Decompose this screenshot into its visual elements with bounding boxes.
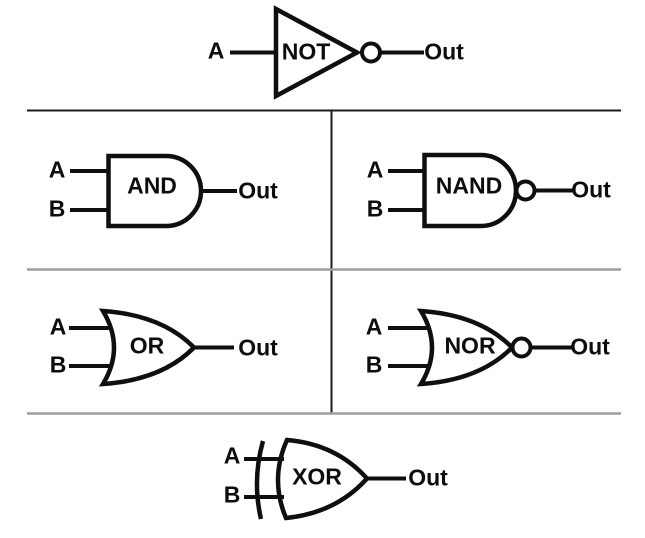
nor-inversion-bubble [510, 336, 533, 359]
and-input-b-label: B [48, 195, 66, 222]
xor-output-label: Out [408, 464, 448, 491]
nand-input-a-label: A [366, 156, 384, 183]
and-gate-name-label: AND [127, 172, 177, 199]
not-gate-name-label: NOT [281, 38, 331, 65]
nand-gate [388, 152, 573, 229]
nor-gate [388, 308, 572, 387]
and-input-a-label: A [48, 156, 66, 183]
and-gate-body [106, 153, 204, 229]
or-gate-name-label: OR [129, 332, 165, 359]
not-output-label: Out [424, 38, 464, 65]
nor-output-label: Out [570, 333, 610, 360]
or-input-b-label: B [49, 351, 67, 378]
xor-gate-name-label: XOR [292, 463, 342, 490]
xor-gate [244, 437, 406, 521]
and-gate [70, 153, 237, 229]
xor-gate-body [275, 437, 371, 521]
nand-output-label: Out [571, 176, 611, 203]
nor-gate-name-label: NOR [444, 332, 496, 359]
and-output-label: Out [238, 177, 278, 204]
nand-inversion-bubble [514, 179, 537, 202]
not-gate [230, 5, 424, 100]
xor-input-b-label: B [223, 481, 241, 508]
or-gate-body [98, 308, 198, 387]
xor-input-a-label: A [223, 442, 241, 469]
nand-input-b-label: B [366, 195, 384, 222]
nor-gate-body [416, 308, 516, 387]
or-input-a-label: A [49, 313, 67, 340]
nor-input-b-label: B [365, 351, 383, 378]
xor-extra-input-arc [254, 440, 266, 520]
nor-input-a-label: A [365, 313, 383, 340]
nand-gate-name-label: NAND [435, 172, 503, 199]
not-gate-body [273, 5, 362, 100]
not-input-a-label: A [207, 37, 225, 64]
or-output-label: Out [238, 334, 278, 361]
or-gate [69, 308, 234, 387]
not-inversion-bubble [360, 41, 382, 64]
